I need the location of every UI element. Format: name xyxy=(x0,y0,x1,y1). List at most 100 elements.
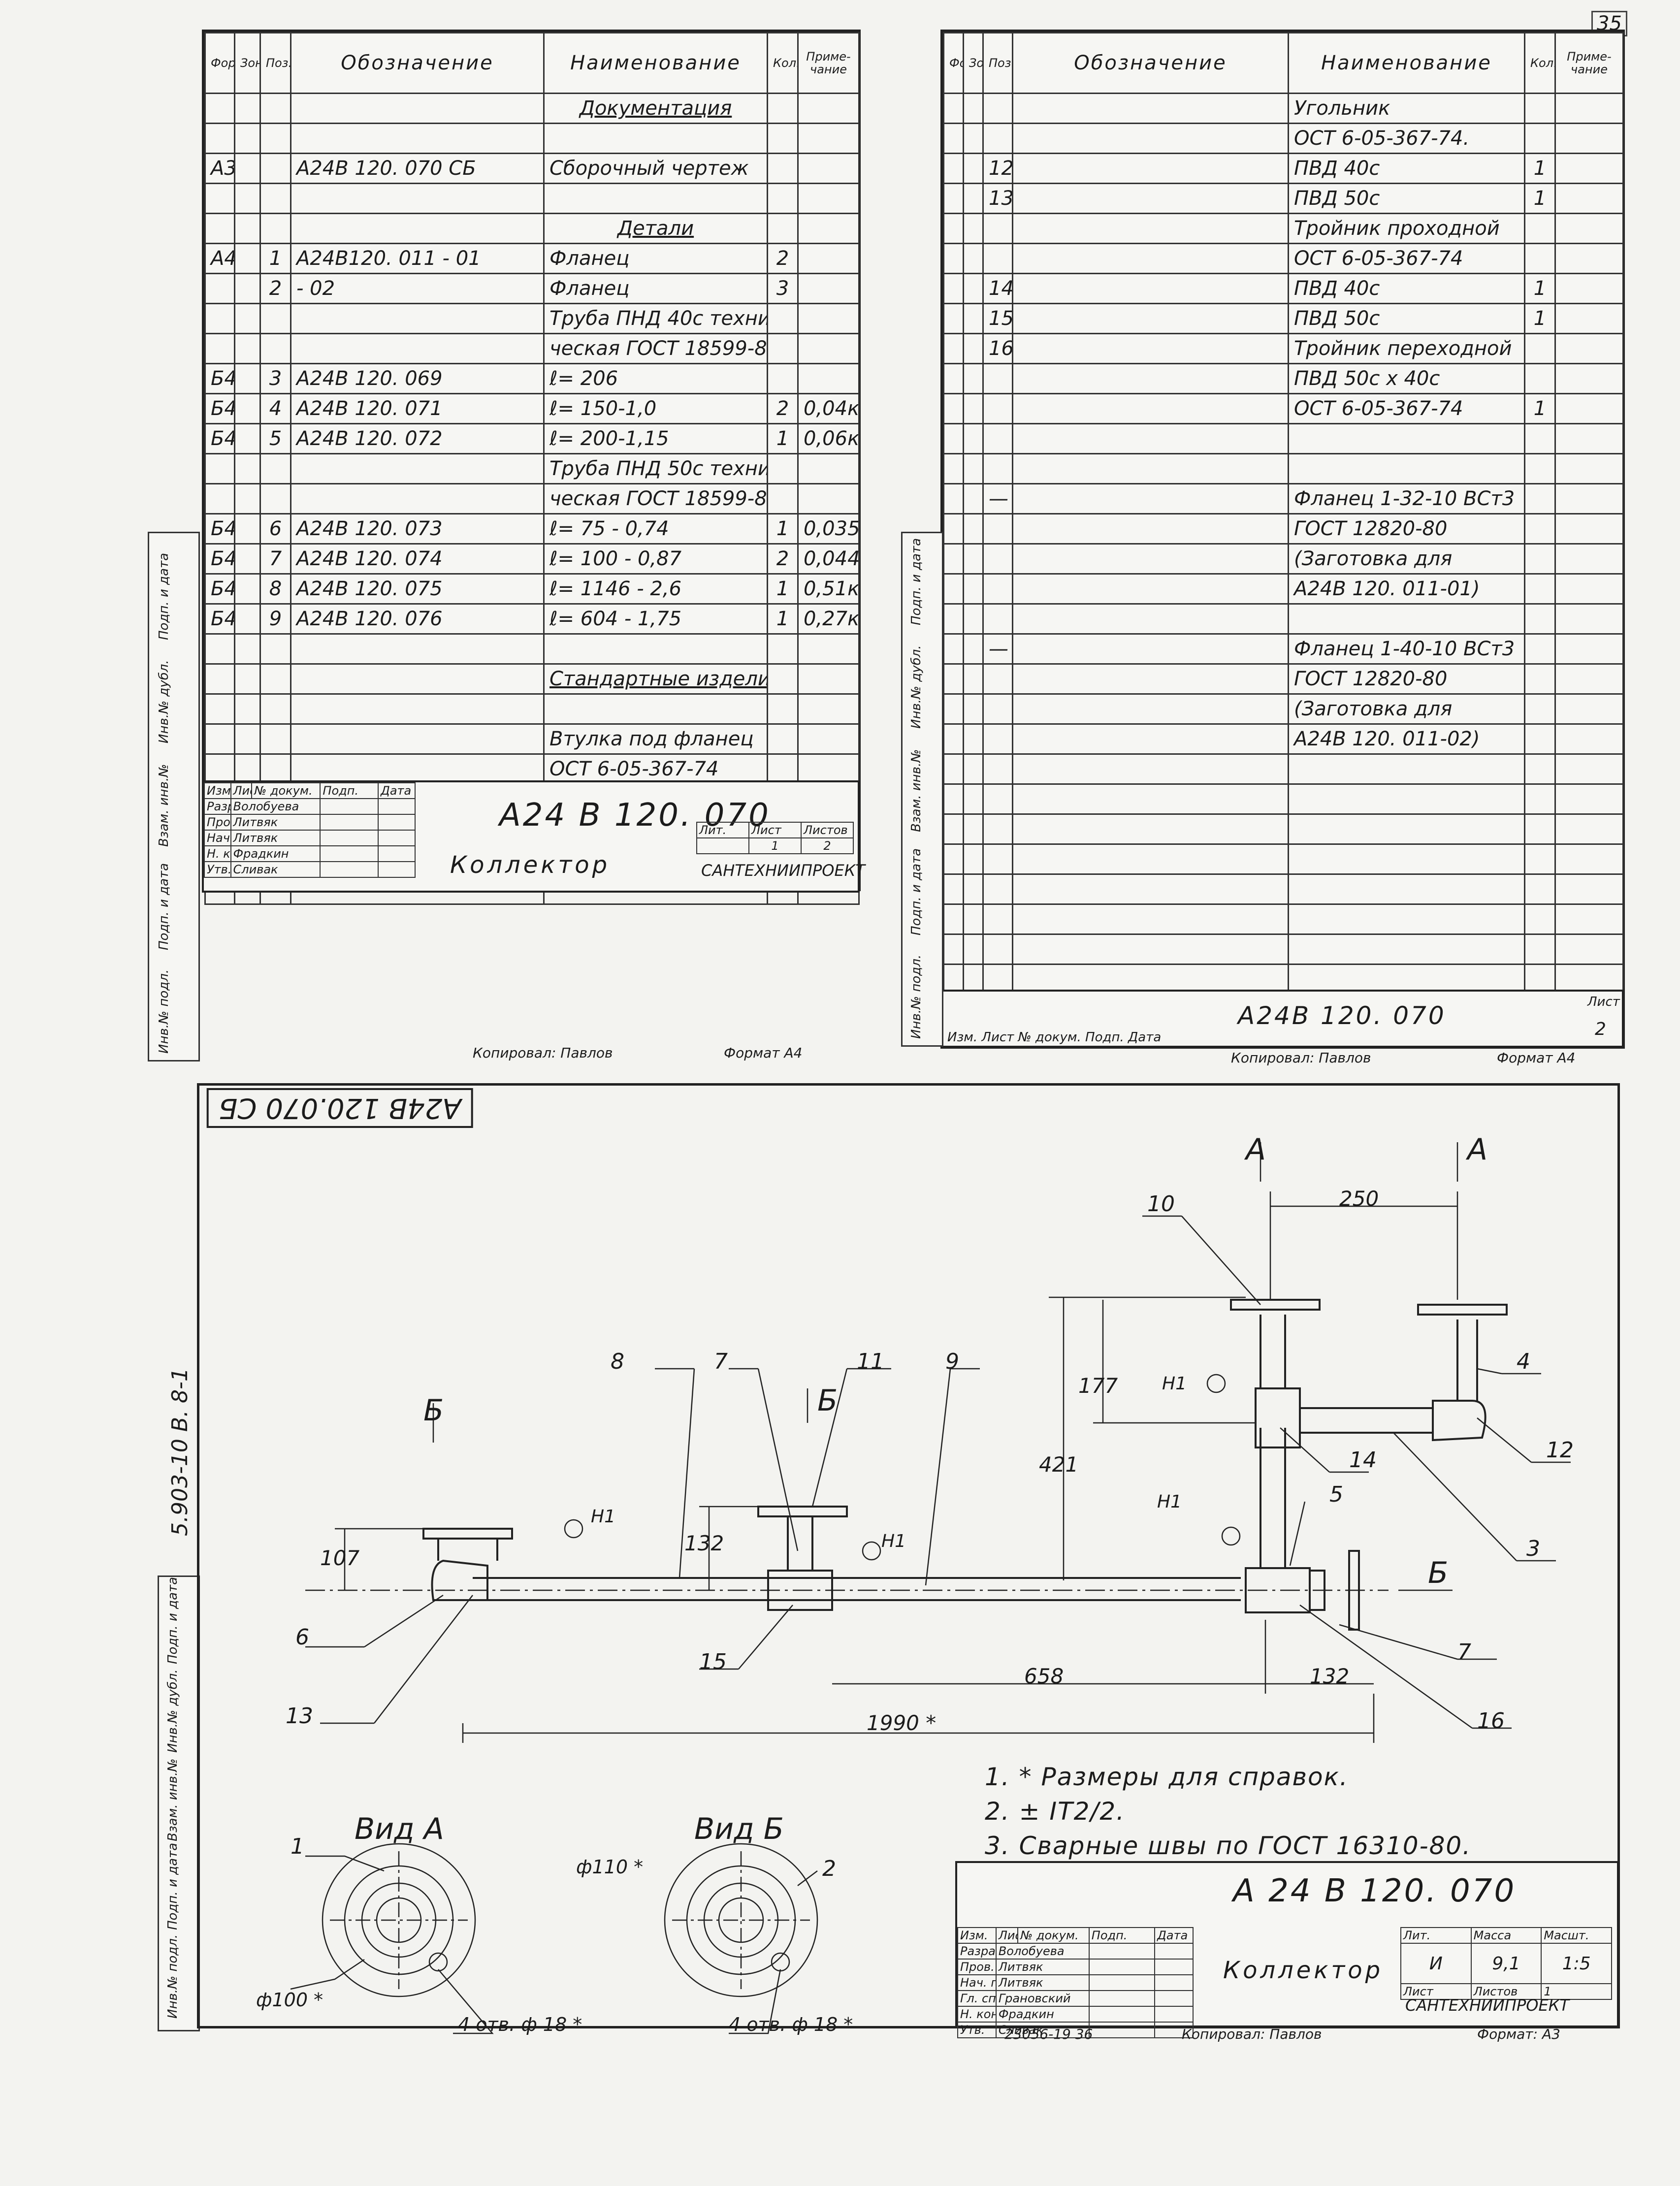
spec-cell-p: 16 xyxy=(982,333,1013,364)
title-block-2: А24В 120. 070 Лист 2 Изм. Лист № докум. … xyxy=(940,990,1624,1048)
spec-cell-d xyxy=(1012,783,1289,815)
spec-cell-z xyxy=(234,123,261,154)
spec-cell-d xyxy=(290,333,545,364)
spec-cell-q xyxy=(1524,933,1556,965)
spec-cell-r xyxy=(1554,453,1624,484)
org-1: САНТЕХНИИПРОЕКТ xyxy=(701,861,865,880)
spec-cell-f: А4 xyxy=(204,243,235,274)
spec-cell-z xyxy=(963,303,984,334)
spec-cell-z xyxy=(963,423,984,454)
date-cell xyxy=(378,798,416,815)
spec-cell-d: А24В 120. 073 xyxy=(290,513,545,545)
spec-cell-p: 14 xyxy=(982,273,1013,304)
callout-7: 7 xyxy=(1457,1640,1471,1665)
spec-cell-n xyxy=(1288,453,1525,484)
spec-cell-q xyxy=(767,213,799,244)
callout-2: 2 xyxy=(822,1856,836,1881)
role-person: Литвяк xyxy=(995,1959,1090,1975)
dim-1990 xyxy=(462,1694,1375,1743)
col-zone: Зона xyxy=(234,32,261,94)
spec-cell-z xyxy=(963,483,984,514)
signature-cell xyxy=(1088,1959,1156,1975)
spec-table-2: Формат Зона Поз. Обозначение Наименовани… xyxy=(943,32,1624,995)
spec-cell-f: Б4 xyxy=(204,423,235,454)
spec-cell-p xyxy=(982,393,1013,424)
spec-cell-r xyxy=(1554,723,1624,755)
spec-cell-q xyxy=(1524,363,1556,394)
spec-cell-z xyxy=(963,633,984,665)
spec-cell-z xyxy=(963,513,984,545)
spec-cell-d xyxy=(1012,663,1289,695)
spec-cell-q xyxy=(1524,573,1556,605)
spec-cell-r: 0,044кг xyxy=(797,543,860,575)
spec-cell-d xyxy=(290,693,545,725)
spec-cell-z xyxy=(963,333,984,364)
branch-riser xyxy=(1456,1319,1478,1401)
signature-cell xyxy=(320,845,379,862)
spec-cell-f xyxy=(943,783,964,815)
spec-cell-p xyxy=(982,663,1013,695)
spec-cell-p xyxy=(259,183,291,214)
spec-cell-z xyxy=(963,183,984,214)
spec-cell-z xyxy=(963,153,984,184)
rev-header: Изм. xyxy=(204,782,231,799)
spec-cell-n: ℓ= 1146 - 2,6 xyxy=(543,573,768,605)
spec-cell-f xyxy=(943,153,964,184)
spec-cell-q: 1 xyxy=(767,513,799,545)
date-cell xyxy=(1154,2006,1194,2023)
spec-cell-p: — xyxy=(982,633,1013,665)
right-riser xyxy=(1260,1428,1286,1568)
spec-cell-z xyxy=(963,723,984,755)
spec-cell-f xyxy=(943,573,964,605)
callout-8: 8 xyxy=(611,1349,624,1374)
spec-cell-r xyxy=(797,93,860,124)
dim-132b xyxy=(1264,1620,1374,1694)
date-cell xyxy=(1154,1959,1194,1975)
date-cell xyxy=(378,861,416,878)
spec-cell-d xyxy=(1012,603,1289,635)
dia100-label: ф100 * xyxy=(256,1989,323,2011)
spec-cell-f xyxy=(943,933,964,965)
spec-cell-d xyxy=(290,633,545,665)
spec-cell-q: 2 xyxy=(767,543,799,575)
spec-row: А24В 120. 011-01) xyxy=(943,573,1624,605)
spec-cell-d xyxy=(1012,723,1289,755)
callout-3: 3 xyxy=(1526,1536,1540,1561)
spec-cell-r xyxy=(1554,243,1624,274)
mass-3: 9,1 xyxy=(1470,1943,1542,1984)
spec-cell-d: А24В120. 011 - 01 xyxy=(290,243,545,274)
branch-pipe xyxy=(1300,1407,1433,1434)
spec-cell-r xyxy=(1554,663,1624,695)
spec-cell-n: ОСТ 6-05-367-74. xyxy=(1288,123,1525,154)
spec-cell-z xyxy=(234,93,261,124)
col2-note: Приме-чание xyxy=(1554,32,1624,94)
spec-cell-r xyxy=(797,243,860,274)
spec-cell-q: 1 xyxy=(1524,393,1556,424)
spec-cell-d: А24В 120. 070 СБ xyxy=(290,153,545,184)
branch-elbow xyxy=(1432,1400,1486,1442)
spec-row xyxy=(943,933,1624,965)
spec-cell-n: ℓ= 200-1,15 xyxy=(543,423,768,454)
spec-cell-r xyxy=(1554,813,1624,845)
spec-cell-p xyxy=(982,453,1013,484)
spec-cell-d xyxy=(1012,933,1289,965)
weld-label-2: Н1 xyxy=(591,1507,615,1527)
spec-cell-d xyxy=(1012,513,1289,545)
spec-cell-d xyxy=(1012,393,1289,424)
spec-cell-f xyxy=(204,183,235,214)
spec-cell-d: - 02 xyxy=(290,273,545,304)
spec-cell-f xyxy=(943,873,964,905)
spec-cell-n: ПВД 50с х 40с xyxy=(1288,363,1525,394)
spec-cell-q xyxy=(767,723,799,755)
spec-cell-d xyxy=(1012,153,1289,184)
spec-cell-n: Стандартные изделия xyxy=(543,663,768,695)
